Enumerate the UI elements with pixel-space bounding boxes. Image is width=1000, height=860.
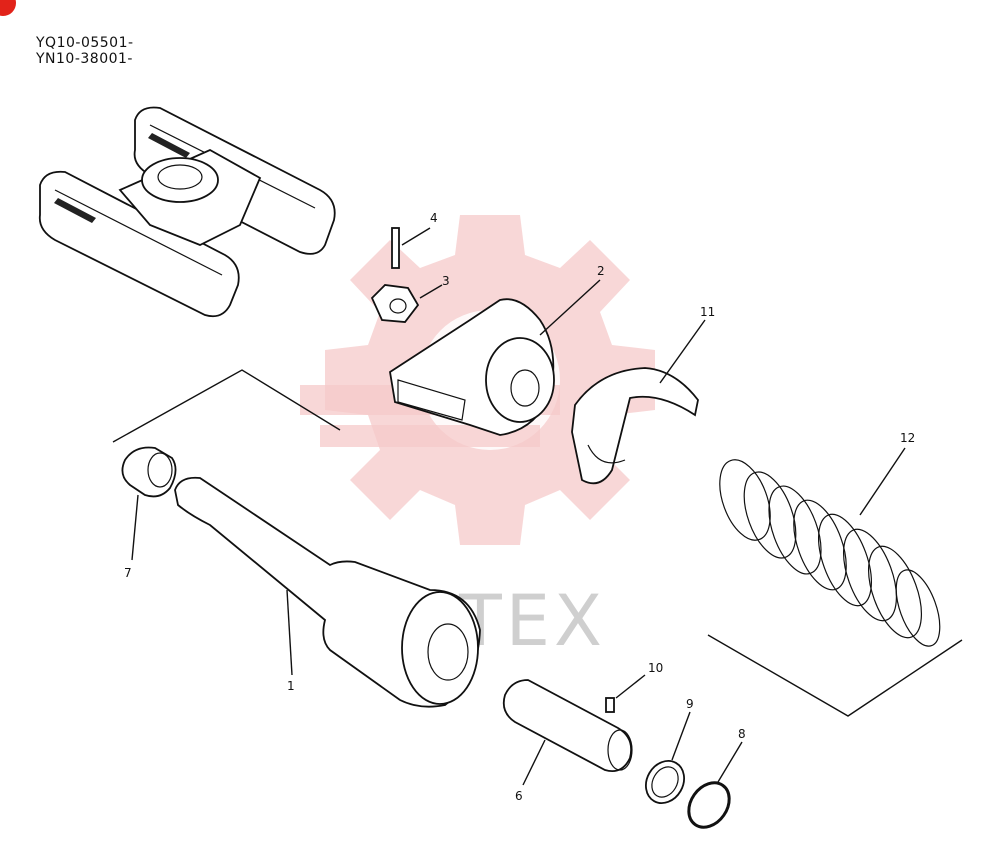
part-3-nut: 3 bbox=[370, 274, 450, 323]
corner-badge bbox=[0, 0, 16, 16]
callout-10: 10 bbox=[648, 661, 663, 675]
part-2-yoke: 2 bbox=[389, 264, 605, 436]
serial-number-1: YQ10-05501- bbox=[36, 35, 134, 51]
idler-frame-part bbox=[38, 106, 336, 318]
callout-6: 6 bbox=[515, 789, 523, 803]
callout-8: 8 bbox=[738, 727, 746, 741]
part-10-small-pin: 10 bbox=[605, 661, 663, 713]
part-9-ring: 9 bbox=[645, 697, 694, 804]
assembly-bracket-line bbox=[112, 369, 341, 443]
callout-3: 3 bbox=[442, 274, 450, 288]
callout-11: 11 bbox=[700, 305, 715, 319]
callout-9: 9 bbox=[686, 697, 694, 711]
callout-12: 12 bbox=[900, 431, 915, 445]
part-12-spring: 12 bbox=[707, 431, 963, 717]
part-11-plate: 11 bbox=[571, 305, 715, 485]
callout-1: 1 bbox=[287, 679, 295, 693]
callout-4: 4 bbox=[430, 211, 438, 225]
callout-2: 2 bbox=[597, 264, 605, 278]
part-1-rod: 1 bbox=[174, 476, 481, 708]
part-4-pin: 4 bbox=[391, 211, 438, 269]
part-6-pin: 6 bbox=[502, 679, 633, 803]
part-7-bushing: 7 bbox=[121, 446, 177, 580]
part-8-ring: 8 bbox=[687, 727, 746, 829]
serial-number-2: YN10-38001- bbox=[36, 51, 133, 67]
callout-7: 7 bbox=[124, 566, 132, 580]
